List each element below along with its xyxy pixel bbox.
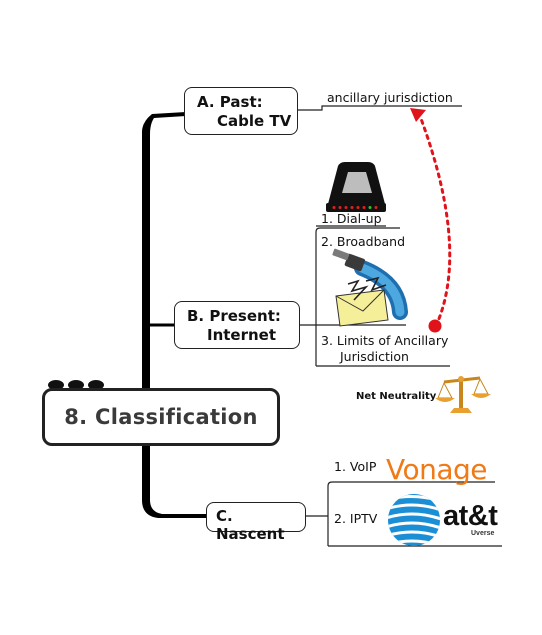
branch-past[interactable]: A. Past: Cable TV <box>184 87 298 135</box>
present-bracket <box>315 227 400 366</box>
limits-arrow <box>418 114 452 328</box>
scale-icon <box>435 376 491 413</box>
branch-past-line1: A. Past: <box>197 93 263 111</box>
att-uverse-label: Uverse <box>471 530 495 537</box>
branch-past-line2: Cable TV <box>217 112 292 130</box>
net-neutrality-label: Net Neutrality <box>356 391 437 402</box>
broadband-icon <box>332 248 408 327</box>
branch-present-line2: Internet <box>207 326 277 344</box>
broadband-label: 2. Broadband <box>321 234 406 249</box>
voip-label: 1. VoIP <box>334 459 377 474</box>
att-logo: at&t <box>443 500 498 532</box>
modem-icon <box>326 162 386 212</box>
branch-present[interactable]: B. Present: Internet <box>174 301 300 349</box>
branch-present-line1: B. Present: <box>187 307 281 325</box>
limits-label-line1: 3. Limits of Ancillary <box>321 333 449 348</box>
iptv-label: 2. IPTV <box>334 511 378 526</box>
ancillary-underline <box>297 105 462 111</box>
limits-arrow-origin <box>428 319 442 333</box>
branch-nascent-label: C. Nascent <box>216 507 285 543</box>
att-globe-icon <box>388 494 440 546</box>
limits-arrowhead <box>410 108 426 122</box>
vonage-logo: Vonage <box>386 453 488 486</box>
dialup-label: 1. Dial-up <box>321 211 382 226</box>
trunk-upper <box>142 112 186 390</box>
trunk-lower <box>142 440 208 518</box>
central-node[interactable]: 8. Classification <box>42 388 280 446</box>
central-node-dots <box>48 380 104 394</box>
nascent-bracket <box>327 481 495 546</box>
limits-label-line2: Jurisdiction <box>340 349 409 364</box>
ancillary-jurisdiction-label: ancillary jurisdiction <box>327 90 453 105</box>
branch-nascent[interactable]: C. Nascent <box>206 502 306 543</box>
central-node-label: 8. Classification <box>64 405 258 429</box>
